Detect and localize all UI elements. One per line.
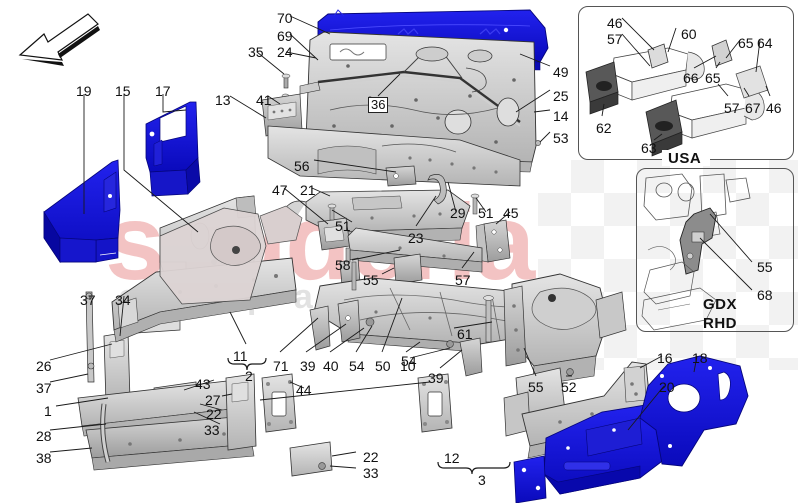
part-39-right [446, 337, 483, 377]
callout-usa-67-10[interactable]: 67 [745, 100, 761, 116]
callout-main-49-9[interactable]: 49 [553, 64, 569, 80]
callout-usa-46-0[interactable]: 46 [607, 15, 623, 31]
callout-main-52-53[interactable]: 52 [561, 379, 577, 395]
callout-main-69-8[interactable]: 69 [277, 28, 293, 44]
callout-main-56-14[interactable]: 56 [294, 158, 310, 174]
inset-gdx-frame [636, 168, 794, 332]
callout-usa-65-3[interactable]: 65 [738, 35, 754, 51]
callout-usa-66-5[interactable]: 66 [683, 70, 699, 86]
callout-main-22-48[interactable]: 22 [363, 449, 379, 465]
callout-main-37-29[interactable]: 37 [36, 380, 52, 396]
callout-main-1-30[interactable]: 1 [44, 403, 52, 419]
callout-main-24-6[interactable]: 24 [277, 44, 293, 60]
part-20 [543, 403, 691, 495]
callout-main-54-41[interactable]: 54 [401, 353, 417, 369]
callout-main-36-13[interactable]: 36 [368, 97, 389, 113]
callout-main-53-12[interactable]: 53 [553, 130, 569, 146]
callout-main-34-27[interactable]: 34 [115, 292, 131, 308]
callout-main-14-11[interactable]: 14 [553, 108, 569, 124]
callout-main-2-34[interactable]: 2 [245, 368, 253, 384]
callout-main-16-54[interactable]: 16 [657, 350, 673, 366]
fastener-group-top [281, 53, 324, 107]
inset-gdx-title-line1: GDX [703, 296, 738, 313]
part-16 [521, 361, 651, 459]
callout-main-25-10[interactable]: 25 [553, 88, 569, 104]
callout-main-27-44[interactable]: 27 [205, 392, 221, 408]
inset-usa-title: USA [668, 150, 702, 167]
callout-usa-57-1[interactable]: 57 [607, 31, 623, 47]
callout-main-50-39[interactable]: 50 [375, 358, 391, 374]
callout-main-55-23[interactable]: 55 [363, 272, 379, 288]
callout-main-17-2[interactable]: 17 [155, 83, 171, 99]
callout-main-35-5[interactable]: 35 [248, 44, 264, 60]
callout-main-51-17[interactable]: 51 [335, 218, 351, 234]
callout-main-18-55[interactable]: 18 [692, 350, 708, 366]
callout-main-19-0[interactable]: 19 [76, 83, 92, 99]
callout-main-20-56[interactable]: 20 [659, 379, 675, 395]
callout-main-15-1[interactable]: 15 [115, 83, 131, 99]
callout-main-41-4[interactable]: 41 [256, 92, 272, 108]
callout-main-22-45[interactable]: 22 [206, 406, 222, 422]
callout-main-13-3[interactable]: 13 [215, 92, 231, 108]
callout-main-33-46[interactable]: 33 [204, 422, 220, 438]
callout-usa-62-7[interactable]: 62 [596, 120, 612, 136]
callout-main-71-35[interactable]: 71 [273, 358, 289, 374]
callout-usa-63-8[interactable]: 63 [641, 140, 657, 156]
part-3 [513, 455, 547, 503]
callout-main-47-15[interactable]: 47 [272, 182, 288, 198]
callout-main-10-40[interactable]: 10 [400, 358, 416, 374]
callout-main-33-49[interactable]: 33 [363, 465, 379, 481]
callout-main-23-18[interactable]: 23 [408, 230, 424, 246]
callout-main-43-43[interactable]: 43 [195, 376, 211, 392]
callout-main-38-32[interactable]: 38 [36, 450, 52, 466]
callout-main-70-7[interactable]: 70 [277, 10, 293, 26]
callout-main-37-26[interactable]: 37 [80, 292, 96, 308]
inset-gdx-title-line2: RHD [703, 315, 737, 332]
part-44 [261, 373, 297, 433]
callout-main-54-38[interactable]: 54 [349, 358, 365, 374]
inset-usa-title-mask [662, 150, 710, 166]
callout-usa-46-11[interactable]: 46 [766, 100, 782, 116]
callout-usa-60-2[interactable]: 60 [681, 26, 697, 42]
callout-main-39-42[interactable]: 39 [428, 370, 444, 386]
callout-main-57-24[interactable]: 57 [455, 272, 471, 288]
part-18 [639, 355, 749, 467]
callout-gdx-55-0[interactable]: 55 [757, 259, 773, 275]
callout-usa-64-4[interactable]: 64 [757, 35, 773, 51]
callout-main-21-16[interactable]: 21 [300, 182, 316, 198]
callout-main-45-21[interactable]: 45 [503, 205, 519, 221]
callout-gdx-68-1[interactable]: 68 [757, 287, 773, 303]
callout-main-61-25[interactable]: 61 [457, 326, 473, 342]
callout-main-11-33[interactable]: 11 [233, 348, 248, 364]
callout-main-58-22[interactable]: 58 [335, 257, 351, 273]
part-43 [153, 381, 199, 417]
part-13 [271, 105, 303, 145]
callout-main-51-20[interactable]: 51 [478, 205, 494, 221]
callout-main-26-28[interactable]: 26 [36, 358, 52, 374]
callout-main-12-50[interactable]: 12 [444, 450, 460, 466]
callout-usa-65-6[interactable]: 65 [705, 70, 721, 86]
callout-main-39-36[interactable]: 39 [300, 358, 316, 374]
callout-main-44-47[interactable]: 44 [296, 382, 312, 398]
callout-main-29-19[interactable]: 29 [450, 205, 466, 221]
callout-main-55-52[interactable]: 55 [528, 379, 544, 395]
callout-main-3-51[interactable]: 3 [478, 472, 486, 488]
callout-main-40-37[interactable]: 40 [323, 358, 339, 374]
direction-arrow-icon [18, 13, 100, 66]
callout-usa-57-9[interactable]: 57 [724, 100, 740, 116]
part-22-lower [289, 441, 333, 477]
callout-main-28-31[interactable]: 28 [36, 428, 52, 444]
part-49 [317, 9, 549, 71]
